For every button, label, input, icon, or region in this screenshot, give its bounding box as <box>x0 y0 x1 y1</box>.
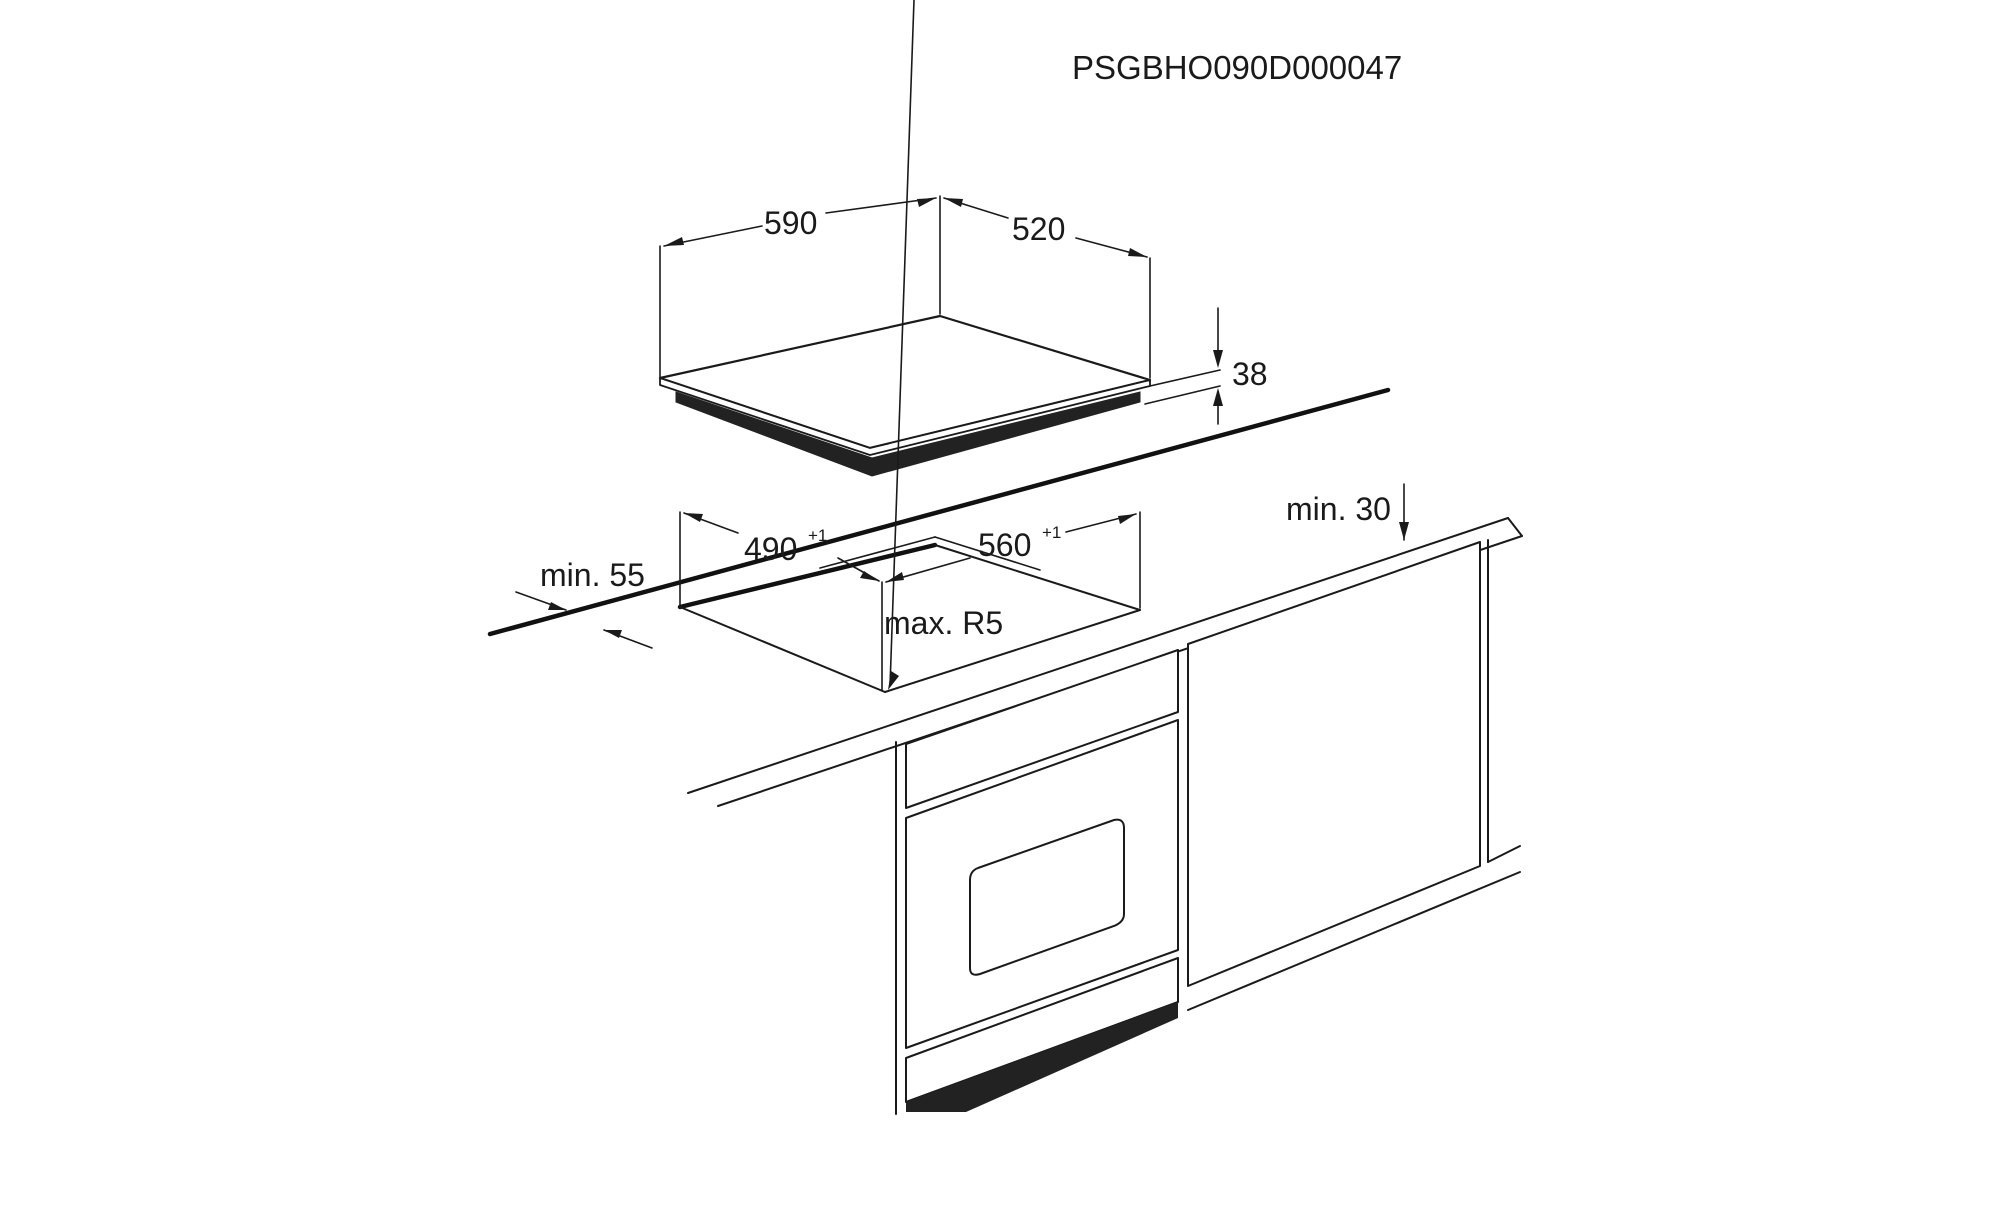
label-cutout-width-tol: +1 <box>1042 523 1061 542</box>
cutout-right-back-edge <box>934 544 1141 611</box>
dim-cutout-width: 560 +1 <box>885 511 1141 609</box>
label-cutout-depth-tol: +1 <box>808 526 827 545</box>
dim-hob-width: 590 <box>659 195 941 378</box>
cabinet-right-door <box>1187 541 1481 987</box>
cabinet-oven <box>895 649 1179 1115</box>
oven-plinth <box>906 1002 1178 1112</box>
hob-top-plate <box>658 314 1152 450</box>
label-hob-depth: 520 <box>1012 211 1065 247</box>
dim-front-min: min. 55 <box>515 557 653 649</box>
label-front-min: min. 55 <box>540 557 645 593</box>
label-cutout-depth: 490 <box>744 531 797 567</box>
oven-top-panel <box>905 649 1179 809</box>
dim-hob-depth: 520 <box>943 197 1151 379</box>
dim-cutout-depth: 490 +1 <box>679 511 883 691</box>
cutout-back-edge <box>677 542 938 610</box>
cutout-left-edge <box>679 606 886 693</box>
hob-body <box>675 391 1141 477</box>
worktop-front-edge <box>687 517 1509 794</box>
dim-corner-radius: max. R5 <box>884 0 1003 690</box>
label-cutout-width: 560 <box>978 527 1031 563</box>
diagram-code: PSGBHO090D000047 <box>1072 49 1402 86</box>
label-hob-height: 38 <box>1232 356 1268 392</box>
label-corner-radius: max. R5 <box>884 605 1003 641</box>
label-wall-min: min. 30 <box>1286 491 1391 527</box>
oven-window <box>969 818 1125 976</box>
cabinet-right <box>1187 539 1521 1011</box>
dim-wall-min: min. 30 <box>1286 483 1409 627</box>
dim-hob-height: 38 <box>1144 307 1268 425</box>
cutout <box>677 536 1141 693</box>
worktop-back-edge <box>487 387 1391 637</box>
label-hob-width: 590 <box>764 205 817 241</box>
hob <box>658 314 1152 477</box>
cutout-front-edge <box>884 609 1141 693</box>
